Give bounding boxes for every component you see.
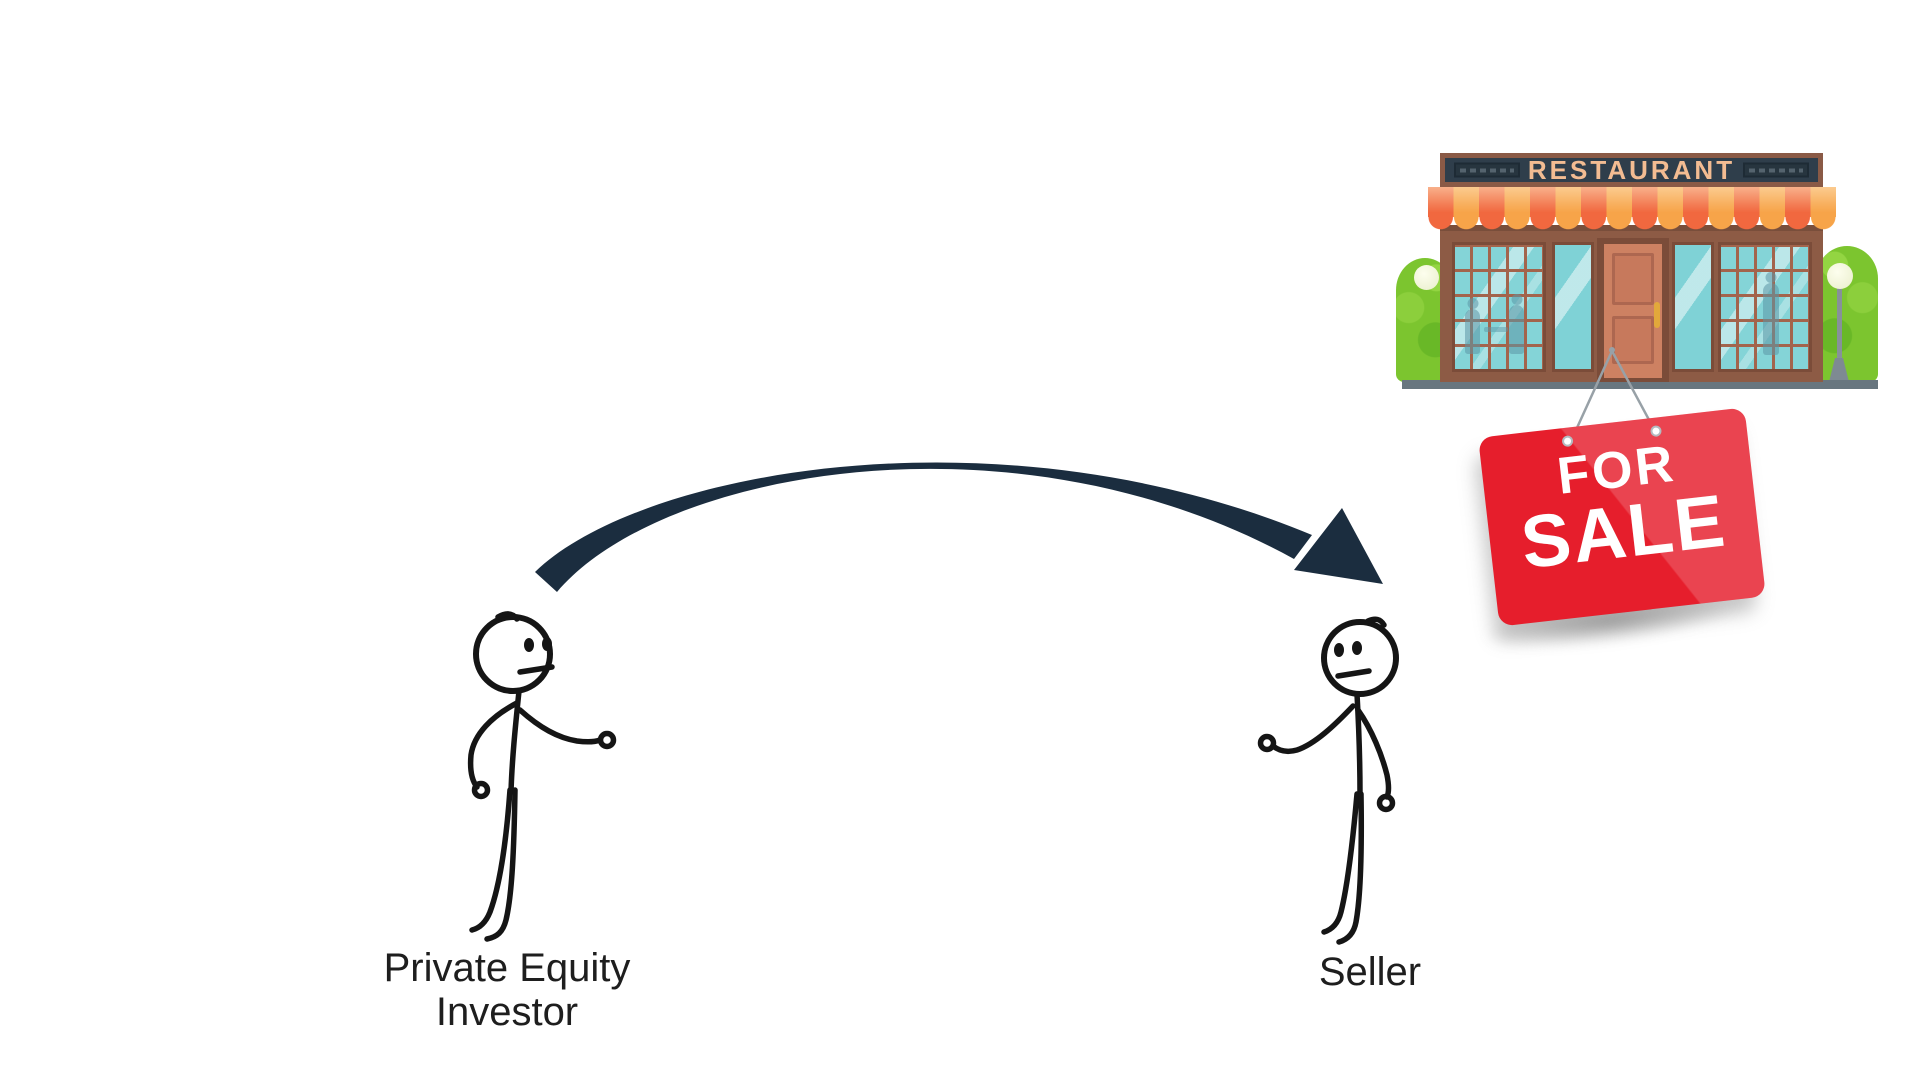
seller-leg-right: [1336, 791, 1365, 945]
door-panel-bottom: [1612, 316, 1654, 364]
buy-arrow: [535, 462, 1383, 592]
window-plain-right: [1672, 242, 1714, 372]
street-lamp-right-globe: [1827, 263, 1853, 289]
door-handle: [1654, 302, 1660, 328]
person-silhouette: [1763, 283, 1779, 355]
table-silhouette: [1484, 327, 1508, 332]
bush-right: [1816, 246, 1878, 382]
restaurant-sign-text: RESTAURANT: [1527, 155, 1736, 185]
window-plain-left: [1552, 242, 1594, 372]
investor-hair-flick: [495, 611, 520, 622]
for-sale-sign: FOR SALE: [1478, 407, 1766, 627]
sign-decor-panel-left: [1454, 162, 1520, 178]
awning: [1428, 187, 1836, 217]
investor-arm-left: [467, 700, 520, 790]
investor-leg-left: [469, 787, 513, 933]
street-lamp-right-base: [1829, 358, 1849, 382]
investor-hand-right: [597, 730, 617, 750]
sale-sign-grommet: [1561, 435, 1574, 448]
street-lamp-right-pole: [1837, 286, 1842, 382]
door-panel-top: [1612, 253, 1654, 305]
investor-arm-right: [517, 707, 603, 745]
seller-leg-left: [1321, 791, 1360, 935]
seller-eye: [1352, 641, 1362, 655]
investor-eye: [542, 637, 552, 651]
sign-decor-panel-right: [1743, 162, 1809, 178]
label-private-equity-investor: Private Equity Investor: [383, 946, 631, 1034]
street-lamp-left-globe: [1414, 265, 1439, 290]
investor-leg-right: [484, 787, 518, 942]
seller-body: [1354, 691, 1363, 797]
seller-arm-left: [1270, 703, 1356, 755]
awning-scallops: [1428, 217, 1836, 230]
seller-arm-right: [1355, 707, 1392, 800]
diner-silhouette: [1465, 309, 1480, 354]
investor-head: [473, 614, 553, 694]
restaurant-facade: [1440, 225, 1823, 382]
seller-eye: [1334, 643, 1344, 657]
investor-eye: [524, 638, 534, 652]
seller-hand-left: [1257, 733, 1277, 753]
investor-hand-left: [471, 780, 491, 800]
wire-hook: [1609, 347, 1615, 353]
window-grid-left: [1452, 242, 1546, 372]
sidewalk: [1402, 380, 1878, 389]
investor-mouth: [517, 664, 555, 675]
seller-head: [1321, 619, 1399, 697]
seller-hand-right: [1376, 793, 1396, 813]
seller-hair-flick: [1365, 616, 1387, 628]
buy-arrow-head: [1294, 508, 1383, 584]
diner-silhouette: [1509, 305, 1524, 354]
seller-figure: [1257, 616, 1399, 945]
investor-figure: [467, 611, 617, 942]
sale-sign-grommet: [1649, 425, 1663, 438]
seller-mouth: [1335, 668, 1372, 679]
window-grid-right: [1718, 242, 1812, 372]
for-sale-line2: SALE: [1516, 478, 1731, 585]
restaurant-sign: RESTAURANT: [1440, 153, 1823, 187]
for-sale-line1: FOR: [1554, 434, 1679, 506]
label-seller: Seller: [1318, 950, 1422, 994]
